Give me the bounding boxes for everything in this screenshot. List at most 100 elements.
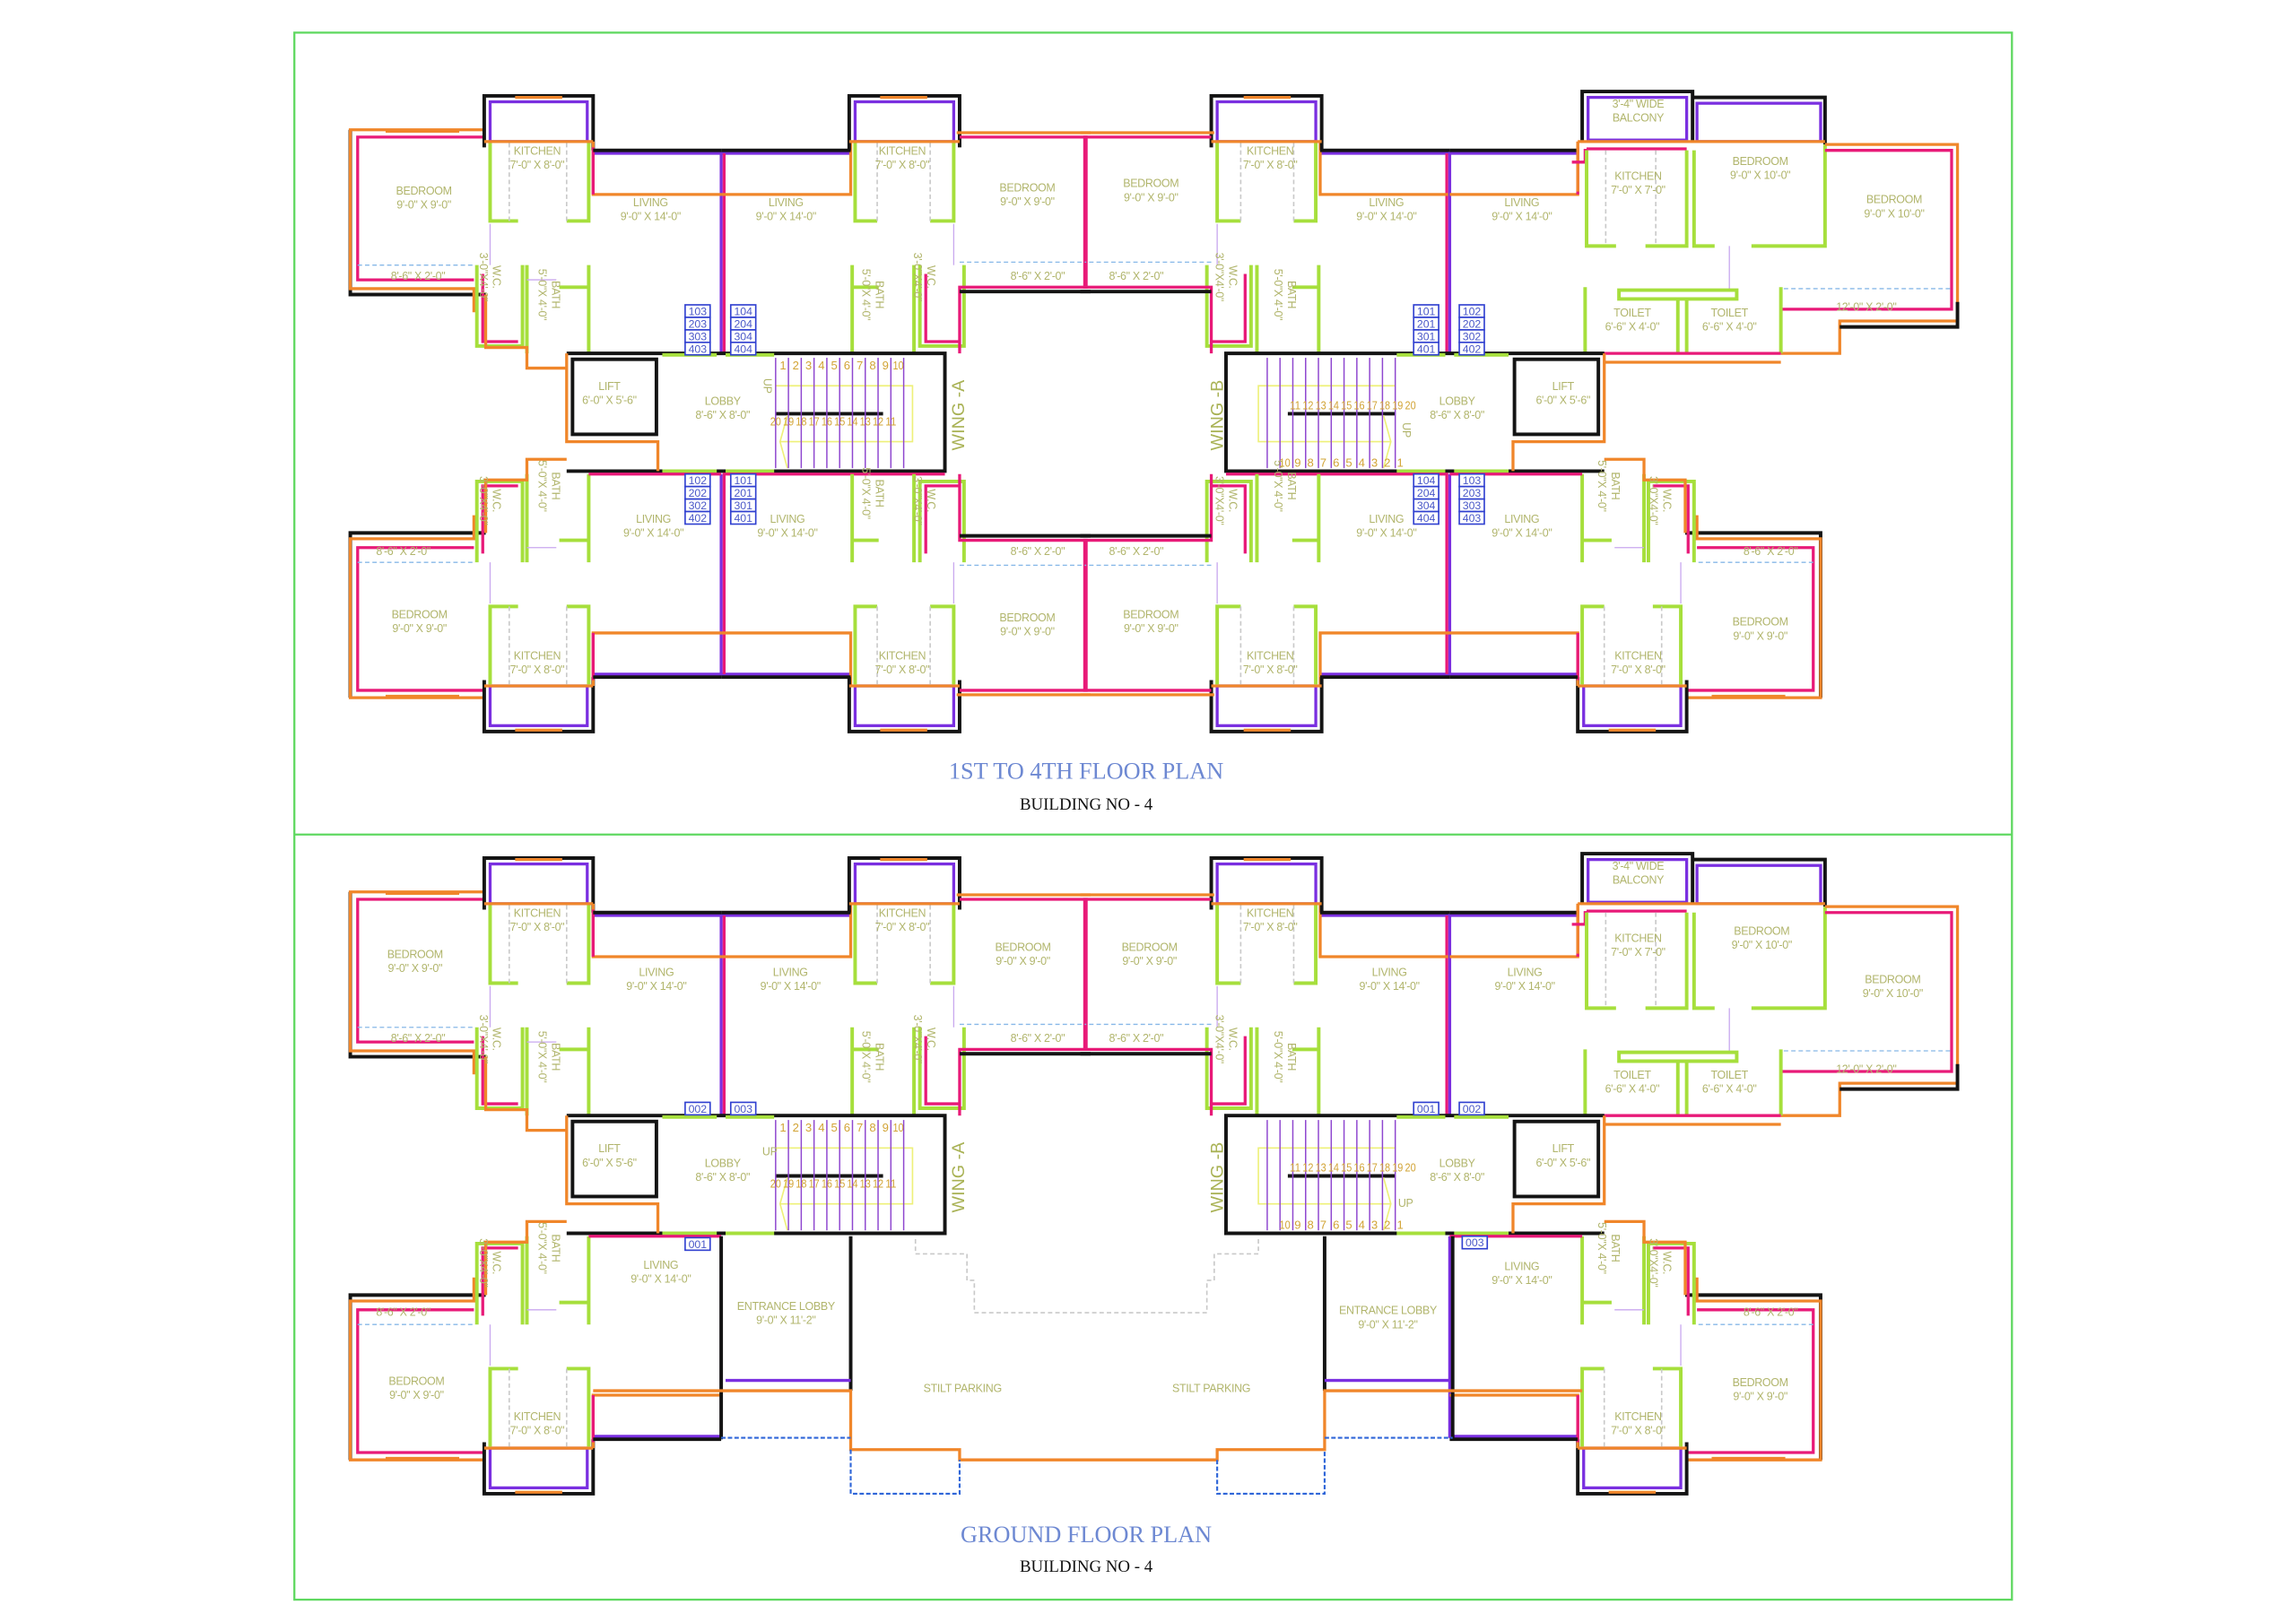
wet-room-label: W.C.3'-0"X4'-0": [1213, 253, 1239, 301]
wing-b-lobby-stair: [1224, 1114, 1606, 1236]
room-size: 8'-6" X 8'-0": [695, 409, 750, 421]
stair-step-number: 1: [1396, 1219, 1403, 1232]
stair-step-number: 8: [869, 1121, 875, 1134]
unit-number: 301: [1417, 330, 1436, 343]
wet-room-label: BATH5'-0"X 4'-0": [536, 1222, 562, 1274]
stair-step-number: 18: [1379, 1161, 1390, 1175]
wet-room-size: 3'-0"X4'-0": [1213, 476, 1225, 525]
room-name: TOILET: [1710, 1069, 1748, 1081]
unit-number: 101: [734, 474, 752, 487]
unit-number: 202: [1463, 317, 1482, 330]
balcony-dimension: 8'-6" X 2'-0": [1109, 1032, 1164, 1045]
wet-room-label: W.C.3'-0"X4'-0": [911, 253, 937, 301]
wet-room-label: BATH5'-0"X 4'-0": [1272, 269, 1298, 321]
room-size: 9'-0" X 9'-0": [1733, 1391, 1787, 1403]
wet-room-size: 3'-0"X4'-0": [1213, 253, 1225, 301]
wing-label: WING -A: [949, 1141, 969, 1213]
wall-bedroom-upper-left: [348, 127, 488, 315]
wet-room-label: BATH5'-0"X 4'-0": [1596, 1222, 1622, 1274]
stair-step-number: 13: [1316, 1161, 1326, 1175]
room-size: 9'-0" X 14'-0": [757, 526, 817, 539]
stair-step-number: 15: [834, 415, 845, 429]
room-size: 6'-0" X 5'-6": [1535, 1157, 1590, 1169]
wing-b-lobby-stair: [1224, 351, 1606, 473]
wall-unit-upper-right: [1078, 93, 1452, 356]
room-size: 9'-0" X 14'-0": [1356, 526, 1416, 539]
wet-room-size: 3'-0"X4'-0": [1648, 476, 1660, 525]
wet-room-label: BATH5'-0"X 4'-0": [860, 269, 886, 321]
stair-step-number: 2: [1384, 456, 1390, 470]
room-size: 6'-6" X 4'-0": [1605, 1083, 1660, 1096]
room-size: 9'-0" X 9'-0": [1124, 622, 1178, 635]
room-size: 7'-0" X 8'-0": [1611, 1424, 1665, 1436]
room-name: LIFT: [1552, 380, 1575, 393]
room-size: 9'-0" X 11'-2": [1358, 1318, 1417, 1331]
room-name: KITCHEN: [1247, 145, 1293, 158]
stair-step-number: 20: [1405, 399, 1416, 412]
room-size: 9'-0" X 10'-0": [1730, 169, 1790, 182]
room-size: 6'-6" X 4'-0": [1605, 321, 1660, 334]
room-size: 9'-0" X 14'-0": [756, 211, 816, 223]
stair-step-number: 14: [847, 1177, 857, 1191]
unit-number-box: [684, 1236, 711, 1252]
room-name: 3'-4" WIDE: [1613, 860, 1665, 872]
stair-step-number: 3: [805, 359, 812, 372]
stair-step-number: 17: [1367, 399, 1378, 412]
room-name: BEDROOM: [1734, 924, 1789, 937]
wet-room-label: BATH5'-0"X 4'-0": [536, 1031, 562, 1083]
unit-number: 103: [689, 305, 708, 317]
balcony-dimension: 8'-6" X 2'-0": [391, 1032, 446, 1045]
room-size: 9'-0" X 9'-0": [389, 1389, 444, 1401]
stair-step-number: 11: [885, 1177, 896, 1191]
wet-room-name: BATH: [1285, 1043, 1298, 1071]
balcony-dimension: 8'-6" X 2'-0": [391, 270, 446, 282]
room-size: BALCONY: [1613, 874, 1665, 887]
stair-step-number: 4: [818, 1121, 824, 1134]
unit-number: 401: [1417, 343, 1436, 355]
stair-step-number: 7: [1320, 1219, 1326, 1232]
unit-number: 202: [689, 487, 708, 499]
room-name: LIVING: [1504, 513, 1539, 525]
wet-room-name: W.C.: [491, 1251, 503, 1274]
stair-step-number: 16: [1353, 399, 1364, 412]
room-size: 9'-0" X 14'-0": [623, 526, 683, 539]
wet-room-name: BATH: [549, 472, 561, 499]
stair-step-number: 15: [1341, 1161, 1352, 1175]
wet-room-name: W.C.: [491, 1028, 503, 1051]
entrance-lobby-stilt-parking-walls: [591, 1234, 1585, 1496]
room-name: KITCHEN: [879, 649, 926, 662]
room-name: LIVING: [1369, 513, 1404, 525]
unit-number-box: [1413, 510, 1439, 525]
balcony-dimension: 8'-6" X 2'-0": [1109, 545, 1164, 558]
room-size: 8'-6" X 8'-0": [1430, 1171, 1484, 1184]
room-size: 9'-0" X 14'-0": [1494, 980, 1554, 993]
unit-number-box: [684, 1101, 711, 1116]
room-size: 9'-0" X 14'-0": [1360, 980, 1420, 993]
wet-room-name: BATH: [1285, 472, 1298, 499]
wet-room-name: W.C.: [491, 489, 503, 512]
wet-room-size: 5'-0"X 4'-0": [536, 1222, 549, 1274]
stair-step-number: 14: [847, 415, 857, 429]
stair-step-number: 10: [892, 359, 903, 372]
unit-number-box: [684, 510, 711, 525]
wet-room-size: 3'-0"X4'-0": [477, 253, 490, 301]
